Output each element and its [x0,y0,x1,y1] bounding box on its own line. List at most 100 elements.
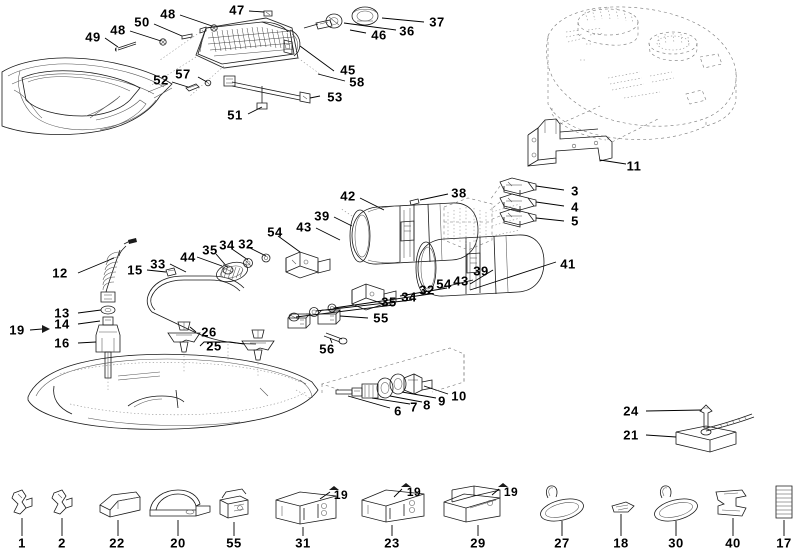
part-clip-1 [11,489,33,536]
part-connector-55 [219,488,249,536]
part-connector-23 [361,483,425,536]
engine-assembly [546,6,737,142]
callout-16: 16 [54,335,70,351]
callout-25: 25 [206,338,222,354]
callout-19b: 19 [333,488,349,502]
callout-34a: 34 [219,237,235,253]
intake-flange-4 [499,193,537,213]
callout-54b: 54 [436,276,452,292]
callout-bottom-20: 20 [170,535,186,550]
callout-38: 38 [451,185,467,201]
engine-mount-bracket [527,105,661,167]
callout-33: 33 [150,256,166,272]
part-cable-tie-30 [654,485,698,536]
part-bracket-22 [99,491,141,536]
callout-43b: 43 [453,273,469,289]
leader-lines-top [104,10,367,115]
part-cable-tie-27 [540,485,584,536]
callout-bottom-23: 23 [384,535,400,550]
callout-5: 5 [571,213,579,229]
callout-bottom-31: 31 [295,535,311,550]
callout-42: 42 [340,188,356,204]
relay-mounting-plate [645,404,755,453]
callout-46: 46 [371,27,387,43]
callout-55a: 55 [373,310,389,326]
callout-11: 11 [626,158,642,174]
callout-39a: 39 [314,208,330,224]
callout-9: 9 [438,393,446,409]
callout-47: 47 [229,2,245,18]
part-connector-31 [275,486,339,536]
callout-58: 58 [349,74,365,90]
callout-35a: 35 [202,242,218,258]
callout-12: 12 [52,265,68,281]
ignition-coil-parts [303,6,425,31]
callout-45: 45 [340,62,356,78]
callout-6: 6 [394,403,402,419]
callout-24: 24 [623,403,639,419]
callout-44: 44 [180,249,196,265]
callout-56: 56 [319,341,335,357]
callout-34b: 34 [401,289,417,305]
callout-bottom-40: 40 [725,535,741,550]
fuel-tank [27,353,319,430]
support-rod-assembly [185,75,311,110]
callout-14: 14 [54,316,70,332]
part-terminal-18 [611,501,635,536]
part-clamp-20 [149,489,211,536]
callout-bottom-27: 27 [554,535,570,550]
callout-bottom-22: 22 [109,535,125,550]
callout-19d: 19 [503,485,519,499]
callout-52: 52 [153,72,169,88]
part-clip-2 [51,489,73,536]
callout-49: 49 [85,29,101,45]
callout-bottom-17: 17 [776,535,792,550]
callout-15: 15 [127,262,143,278]
callout-53: 53 [327,89,343,105]
air-vent-grille-panel [195,17,301,69]
callout-10: 10 [451,388,467,404]
callout-19c: 19 [406,485,422,499]
callout-4: 4 [571,199,579,215]
callout-50: 50 [134,14,150,30]
callout-32a: 32 [238,236,254,252]
small-parts-row [11,483,793,536]
carburetor-intake-boots [315,177,565,297]
callout-48a: 48 [160,6,176,22]
callout-7: 7 [410,399,418,415]
part-hose-17 [775,485,793,536]
callout-51: 51 [227,107,243,123]
callout-3: 3 [571,183,579,199]
hood-cowl-assembly [1,57,173,136]
intake-flange-5 [499,208,537,228]
callout-43a: 43 [296,219,312,235]
callout-35b: 35 [381,294,397,310]
callout-bottom-55: 55 [226,535,242,550]
callout-bottom-18: 18 [613,535,629,550]
fuel-valve-assembly [320,347,465,409]
callout-36: 36 [399,23,415,39]
callout-41: 41 [560,256,576,272]
callout-37: 37 [429,14,445,30]
callout-13: 13 [54,305,70,321]
part-connector-29 [443,483,508,536]
fuel-pump-assembly [29,238,137,390]
callout-bottom-1: 1 [18,535,26,550]
callout-39b: 39 [473,263,489,279]
part-holder-40 [715,489,747,536]
callout-21: 21 [623,427,639,443]
callout-48b: 48 [110,22,126,38]
intake-flange-3 [499,177,537,197]
callout-8: 8 [423,397,431,413]
callout-57: 57 [175,66,191,82]
callout-19: 19 [9,322,25,338]
callout-bottom-30: 30 [668,535,684,550]
cowl-fasteners [114,10,273,52]
callout-32b: 32 [419,282,435,298]
callout-bottom-2: 2 [58,535,66,550]
callout-26: 26 [201,324,217,340]
inline-connectors [287,309,369,345]
callout-54a: 54 [267,224,283,240]
